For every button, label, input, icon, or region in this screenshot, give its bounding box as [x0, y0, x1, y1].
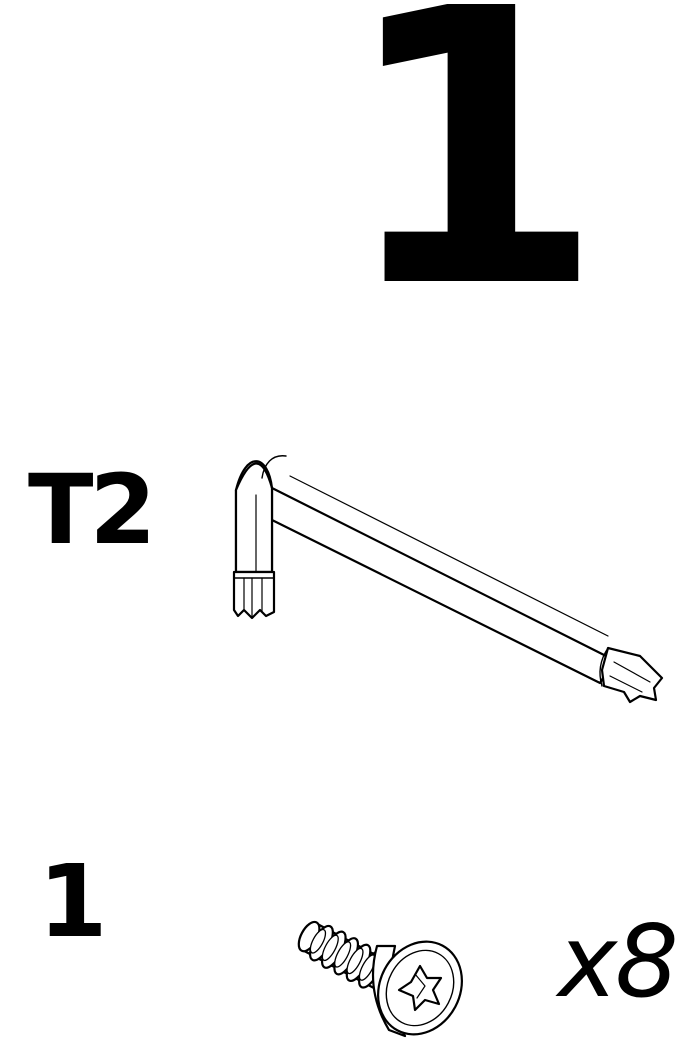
step-number: 1	[340, 0, 604, 371]
torx-key-icon	[232, 455, 664, 704]
torx-screw-icon	[297, 920, 463, 1038]
part-reference-number: 1	[38, 843, 108, 960]
quantity-label: x8	[558, 903, 679, 1020]
tool-label: T2	[28, 454, 156, 566]
